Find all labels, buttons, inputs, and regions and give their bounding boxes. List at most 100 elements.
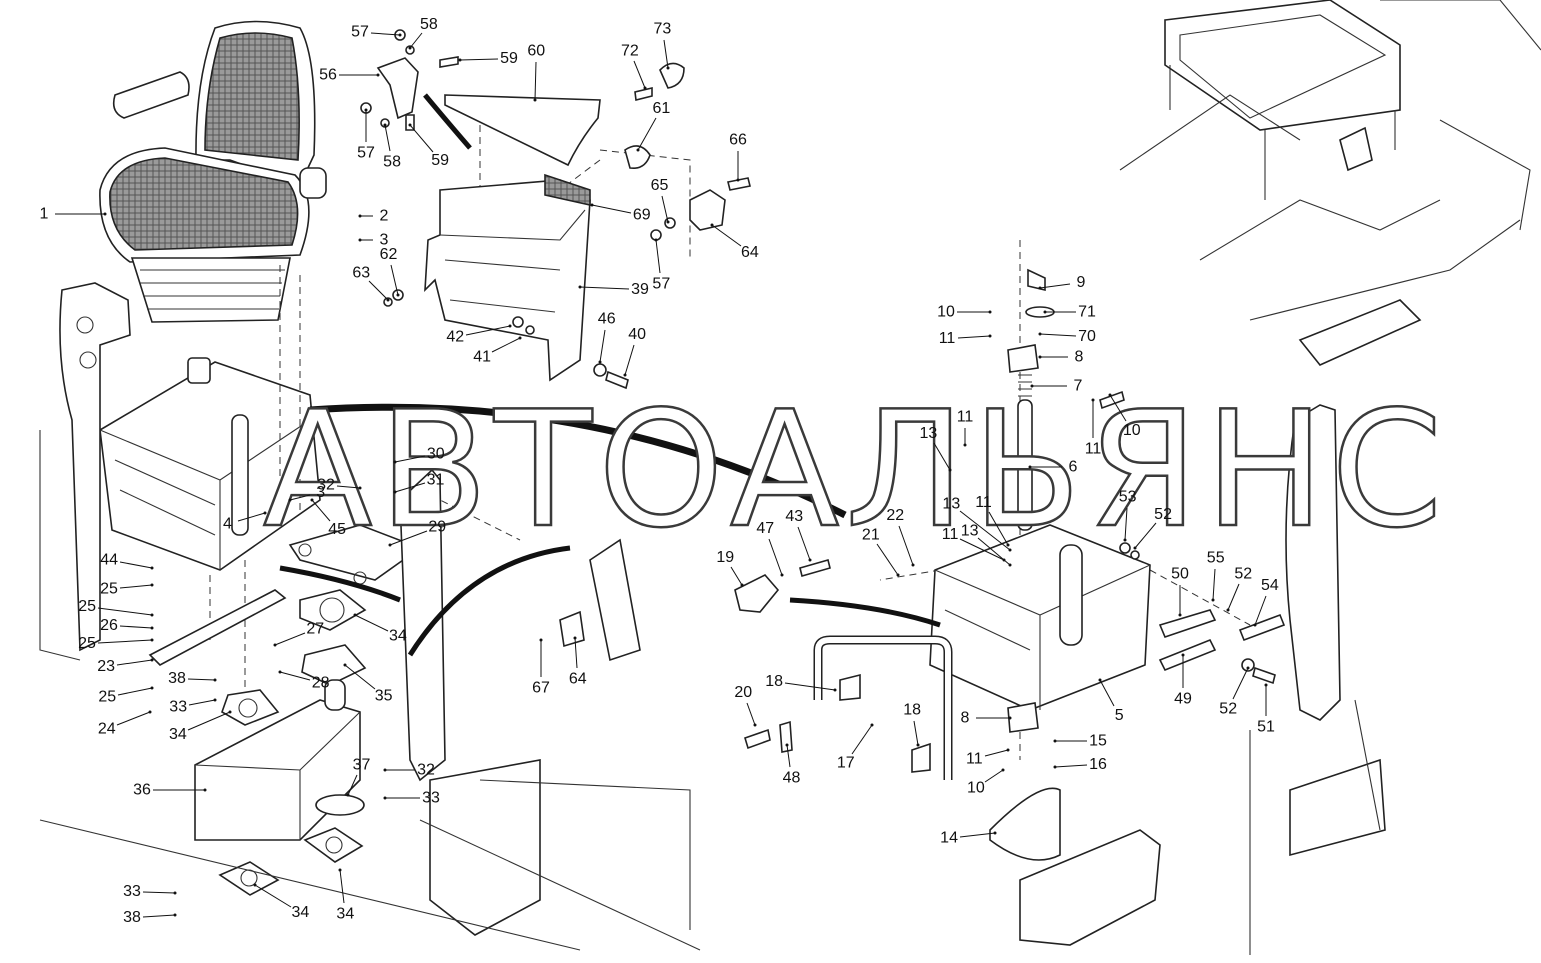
leader-line bbox=[344, 664, 376, 690]
callout-label: 4 bbox=[223, 516, 232, 533]
callout-label: 55 bbox=[1207, 550, 1225, 567]
callout-label: 8 bbox=[961, 710, 970, 727]
leader-end-dot bbox=[623, 373, 627, 377]
leader-end-dot bbox=[150, 638, 154, 642]
leader-line bbox=[959, 538, 1005, 561]
callout-label: 58 bbox=[420, 16, 438, 33]
leader-end-dot bbox=[1178, 613, 1182, 617]
leader-line bbox=[187, 711, 231, 731]
callout-label: 65 bbox=[651, 177, 669, 194]
callout-label: 57 bbox=[652, 275, 670, 292]
callout-label: 64 bbox=[569, 670, 587, 687]
callout-label: 36 bbox=[133, 782, 151, 799]
callout-label: 13 bbox=[942, 496, 960, 513]
callout-arcs bbox=[279, 403, 941, 657]
leader-end-dot bbox=[1006, 748, 1010, 752]
leader-line bbox=[579, 286, 630, 290]
leader-end-dot bbox=[988, 310, 992, 314]
leader-end-dot bbox=[1030, 384, 1034, 388]
leader-line bbox=[116, 711, 151, 726]
callout-label: 11 bbox=[939, 330, 956, 347]
leader-line bbox=[784, 682, 836, 691]
callout-label: 19 bbox=[716, 549, 734, 566]
leader-line bbox=[1212, 568, 1216, 601]
leader-end-dot bbox=[203, 788, 207, 792]
leader-line bbox=[988, 511, 1009, 546]
leader-line bbox=[768, 538, 783, 576]
callout-label: 60 bbox=[527, 43, 545, 60]
leader-line bbox=[661, 195, 669, 223]
callout-label: 72 bbox=[621, 42, 639, 59]
callout-label: 34 bbox=[169, 726, 187, 743]
leader-line bbox=[1054, 764, 1088, 768]
leader-line bbox=[1124, 507, 1128, 541]
leader-line bbox=[339, 869, 345, 904]
leader-end-dot bbox=[1053, 765, 1057, 769]
leader-line bbox=[347, 774, 358, 796]
leader-line bbox=[655, 239, 661, 274]
leader-line bbox=[898, 525, 914, 566]
leader-line bbox=[142, 891, 176, 894]
callout-label: 67 bbox=[532, 680, 550, 697]
leader-end-dot bbox=[1133, 546, 1137, 550]
leader-end-dot bbox=[338, 868, 342, 872]
leader-line bbox=[409, 32, 423, 49]
callout-label: 37 bbox=[353, 756, 371, 773]
leader-end-dot bbox=[518, 336, 522, 340]
leader-line bbox=[599, 329, 606, 363]
callout-label: 41 bbox=[473, 348, 491, 365]
callout-label: 22 bbox=[886, 507, 904, 524]
leader-end-dot bbox=[346, 793, 350, 797]
callout-label: 5 bbox=[1115, 707, 1124, 724]
leader-end-dot bbox=[228, 710, 232, 714]
callout-label: 52 bbox=[1154, 506, 1172, 523]
leader-line bbox=[117, 687, 153, 696]
callout-label: 53 bbox=[1119, 489, 1137, 506]
leader-end-dot bbox=[916, 743, 920, 747]
machine-overview-inset bbox=[1119, 0, 1541, 366]
callout-label: 10 bbox=[967, 780, 985, 797]
callout-label: 14 bbox=[940, 830, 958, 847]
callout-label: 10 bbox=[937, 304, 955, 321]
callout-label: 33 bbox=[123, 883, 141, 900]
leader-end-dot bbox=[343, 663, 347, 667]
leader-end-dot bbox=[1008, 716, 1012, 720]
top-bracket-group bbox=[360, 29, 601, 167]
leader-end-dot bbox=[150, 566, 154, 570]
leader-line bbox=[394, 455, 426, 463]
leader-end-dot bbox=[150, 686, 154, 690]
leader-line bbox=[187, 678, 216, 681]
leader-end-dot bbox=[383, 796, 387, 800]
callout-label: 59 bbox=[500, 50, 518, 67]
callout-label: 18 bbox=[903, 702, 921, 719]
leader-line bbox=[746, 702, 756, 726]
leader-end-dot bbox=[636, 148, 640, 152]
leader-end-dot bbox=[396, 293, 400, 297]
leader-line bbox=[624, 344, 635, 376]
callout-label: 25 bbox=[100, 581, 118, 598]
leader-end-dot bbox=[573, 636, 577, 640]
leader-end-dot bbox=[753, 723, 757, 727]
leader-end-dot bbox=[383, 768, 387, 772]
callout-label: 3 bbox=[316, 484, 325, 501]
lower-pedestal bbox=[194, 679, 365, 896]
leader-line bbox=[1039, 333, 1077, 337]
frame-post-centre bbox=[39, 468, 701, 951]
leader-end-dot bbox=[710, 223, 714, 227]
callout-label: 11 bbox=[975, 494, 992, 511]
leader-end-dot bbox=[1006, 543, 1010, 547]
leader-end-dot bbox=[1226, 608, 1230, 612]
callout-label: 69 bbox=[633, 207, 651, 224]
callout-label: 31 bbox=[427, 471, 445, 488]
leader-end-dot bbox=[896, 573, 900, 577]
leader-line bbox=[663, 39, 669, 69]
leader-end-dot bbox=[408, 46, 412, 50]
callout-label: 26 bbox=[100, 617, 118, 634]
callout-label: 28 bbox=[312, 674, 330, 691]
leader-line bbox=[116, 659, 153, 666]
leader-end-dot bbox=[150, 613, 154, 617]
callout-label: 33 bbox=[169, 699, 187, 716]
callout-label: 39 bbox=[631, 281, 649, 298]
